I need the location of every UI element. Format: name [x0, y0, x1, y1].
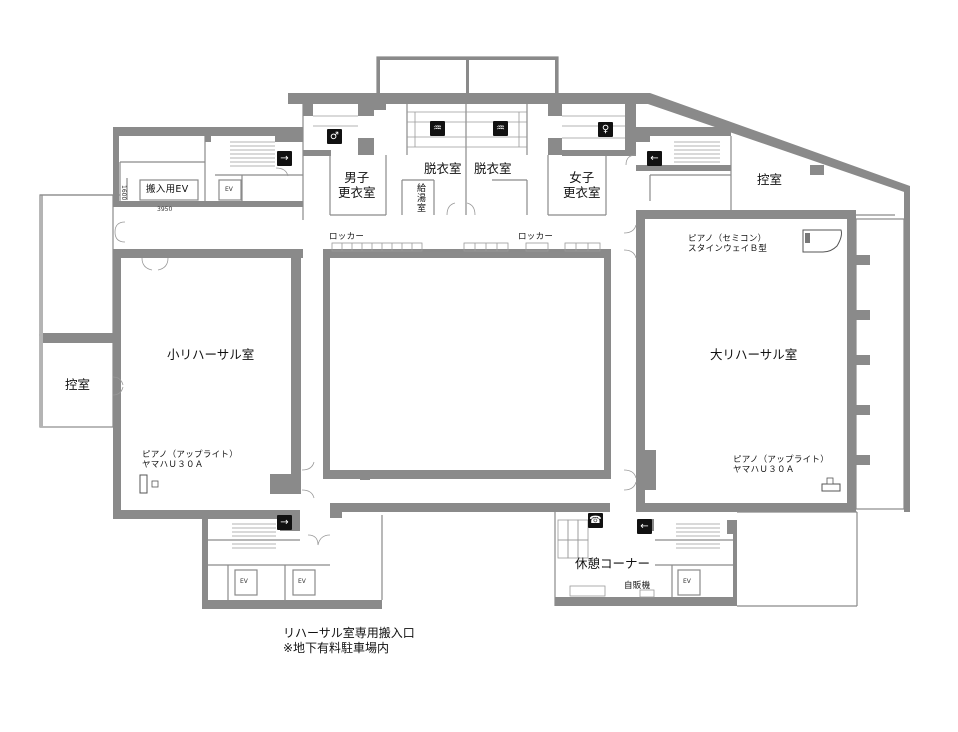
- room-small-rehearsal: 小リハーサル室: [167, 347, 255, 362]
- piano-large-grand: ピアノ（セミコン） スタインウェイＢ型: [688, 234, 768, 254]
- vending-machine: 自販機: [624, 581, 651, 591]
- emergency-exit-icon: ←: [637, 519, 652, 534]
- emergency-exit-icon: →: [277, 151, 292, 166]
- dimension-width: 3950: [157, 206, 173, 213]
- emergency-exit-icon: →: [277, 515, 292, 530]
- freight-ev-label: 搬入用EV: [146, 184, 189, 195]
- room-mens-locker: 男子 更衣室: [338, 170, 376, 200]
- ev-label-bottom-2: EV: [298, 578, 306, 585]
- room-control-right: 控室: [757, 172, 783, 187]
- outer-walls: [39, 56, 910, 609]
- emergency-exit-icon: ←: [647, 151, 662, 166]
- bath-stalls: [313, 111, 625, 148]
- stair-top-left: [230, 141, 275, 167]
- phone-icon: ☎: [588, 513, 603, 528]
- room-changing-left: 脱衣室: [424, 161, 462, 176]
- ev-label-bottom-3: EV: [683, 578, 691, 585]
- stair-top-right: [674, 141, 720, 163]
- room-kitchenette: 給 湯 室: [417, 184, 427, 214]
- womens-toilet-icon: ♀: [598, 122, 613, 137]
- stairs: [230, 111, 720, 549]
- room-changing-right: 脱衣室: [474, 161, 512, 176]
- lockers-left-label: ロッカー: [329, 232, 365, 242]
- room-lounge: 休憩コーナー: [575, 556, 651, 571]
- ev-label-top: EV: [225, 186, 233, 193]
- dimension-height: 1600: [120, 185, 127, 201]
- piano-large-upright: ピアノ（アップライト） ヤマハＵ３０Ａ: [733, 455, 830, 475]
- room-womens-locker: 女子 更衣室: [563, 170, 601, 200]
- footer-service-entrance: リハーサル室専用搬入口: [283, 626, 415, 640]
- stair-bottom-left: [232, 523, 276, 549]
- room-large-rehearsal: 大リハーサル室: [710, 347, 798, 362]
- room-control-left: 控室: [65, 377, 91, 392]
- mens-toilet-icon: ♂: [327, 129, 342, 144]
- stair-bottom-right: [676, 523, 720, 549]
- pianos: [139, 229, 842, 494]
- lounge-seats: [557, 519, 655, 598]
- lockers-right-label: ロッカー: [518, 232, 554, 242]
- shower-icon: ♒: [493, 121, 508, 136]
- footer-parking-note: ※地下有料駐車場内: [283, 641, 390, 655]
- shower-icon: ♒: [430, 121, 445, 136]
- piano-small-room: ピアノ（アップライト） ヤマハＵ３０Ａ: [142, 450, 239, 470]
- ev-label-bottom-1: EV: [240, 578, 248, 585]
- doors: [112, 154, 637, 546]
- elevators: [126, 178, 701, 596]
- lockers: [331, 242, 601, 252]
- partitions: [40, 104, 895, 600]
